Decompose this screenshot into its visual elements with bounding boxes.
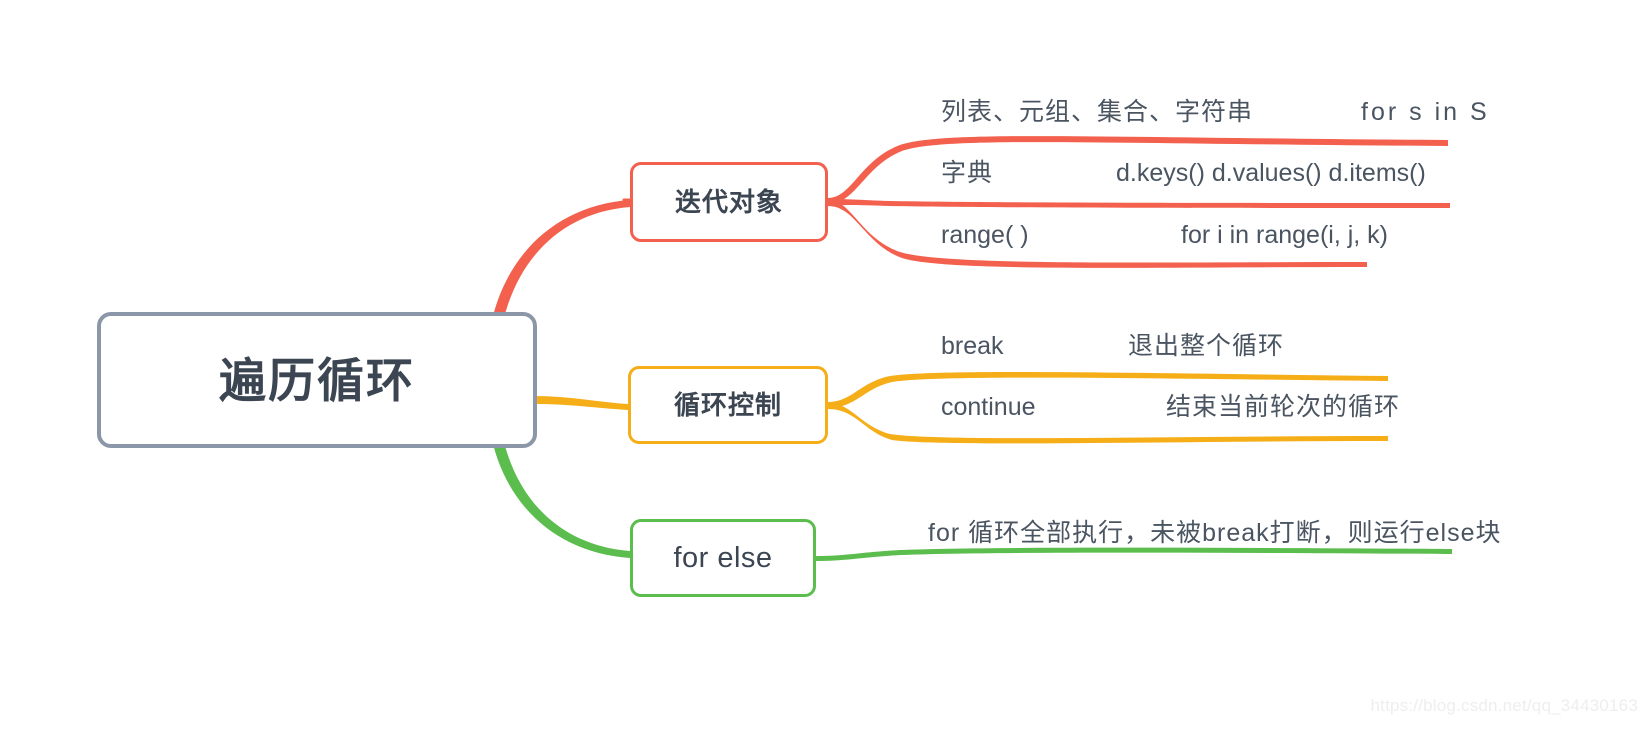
leaf-row-iterable-3[interactable]: range( ) for i in range(i, j, k) [941, 221, 1388, 250]
leaf-row-forelse-1[interactable]: for 循环全部执行，未被break打断，则运行else块 [928, 519, 1502, 548]
leaf-detail-control-1: 退出整个循环 [1128, 332, 1285, 360]
root-node-label: 遍历循环 [219, 353, 415, 407]
branch-node-iterable-label: 迭代对象 [674, 187, 783, 217]
branch-node-control-label: 循环控制 [673, 390, 782, 420]
leaf-term-iterable-1: 列表、元组、集合、字符串 [941, 98, 1254, 126]
branch-node-forelse-label: for else [673, 541, 773, 574]
leaf-detail-control-2: 结束当前轮次的循环 [1166, 393, 1401, 421]
leaf-detail-forelse-1: for 循环全部执行，未被break打断，则运行else块 [928, 519, 1502, 547]
connector-root-to-control [534, 396, 628, 410]
connector-root-to-forelse [493, 442, 630, 558]
branch-node-forelse[interactable]: for else [630, 519, 816, 597]
leaf-term-control-2: continue [941, 393, 1036, 421]
connector-root-to-iterable [493, 200, 630, 318]
leaf-detail-iterable-1: for s in S [1361, 98, 1490, 126]
leaf-row-iterable-2[interactable]: 字典 d.keys() d.values() d.items() [941, 159, 1426, 188]
leaf-term-iterable-2: 字典 [941, 159, 994, 187]
watermark: https://blog.csdn.net/qq_34430163 [1370, 696, 1638, 715]
leaf-row-iterable-1[interactable]: 列表、元组、集合、字符串 for s in S [941, 98, 1490, 127]
leaf-term-control-1: break [941, 332, 1004, 360]
root-node[interactable]: 遍历循环 [97, 312, 537, 448]
leaf-row-control-1[interactable]: break 退出整个循环 [941, 332, 1284, 361]
leaf-detail-iterable-2: d.keys() d.values() d.items() [1116, 159, 1426, 187]
branch-node-iterable[interactable]: 迭代对象 [630, 162, 828, 242]
connector-forelse-leaf-1 [816, 547, 1452, 561]
branch-node-control[interactable]: 循环控制 [628, 366, 828, 444]
leaf-row-control-2[interactable]: continue 结束当前轮次的循环 [941, 393, 1400, 422]
connector-iterable-leaf-2 [828, 199, 1450, 208]
leaf-detail-iterable-3: for i in range(i, j, k) [1181, 221, 1389, 249]
leaf-term-iterable-3: range( ) [941, 221, 1029, 249]
